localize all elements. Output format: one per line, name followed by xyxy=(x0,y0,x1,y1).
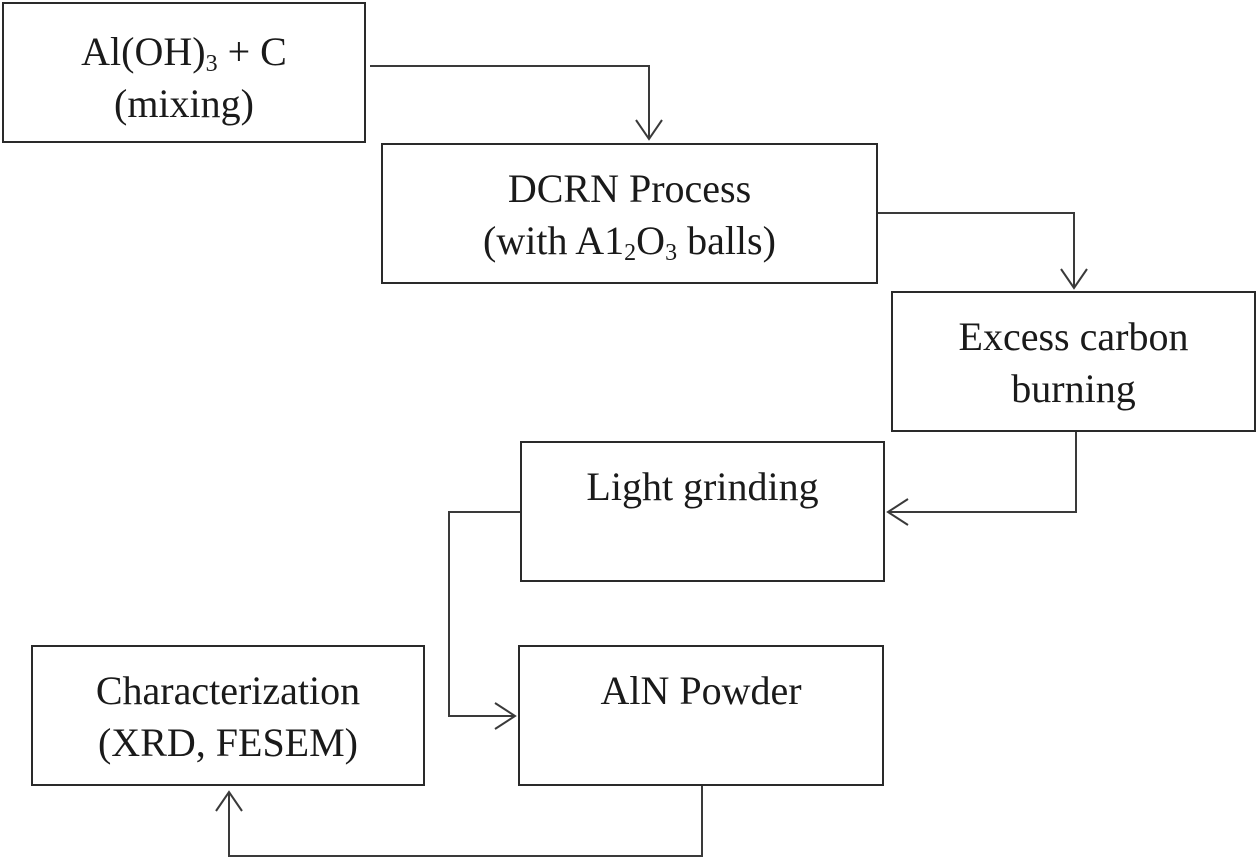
node-mixing-plus-carbon: + C xyxy=(217,29,287,74)
node-characterization-line1: Characterization xyxy=(95,668,361,713)
node-grinding-line1: Light grinding xyxy=(586,464,819,509)
arrowhead-grinding-to-powder xyxy=(494,702,517,730)
node-carbon-burning: Excess carbon burning xyxy=(891,291,1256,432)
node-characterization: Characterization (XRD, FESEM) xyxy=(31,645,425,786)
node-burning-line2: burning xyxy=(1011,366,1136,411)
node-mixing-line2: (mixing) xyxy=(114,81,254,126)
connector-burning-to-grinding xyxy=(888,432,1077,513)
node-mixing-line1: Al(OH)3 + C xyxy=(4,26,364,78)
node-dcrn-text-b: O xyxy=(636,218,666,263)
node-dcrn-line1: DCRN Process xyxy=(507,166,752,211)
connector-powder-to-characterization xyxy=(228,786,703,857)
connector-mixing-to-dcrn xyxy=(370,65,650,139)
arrowhead-dcrn-to-burning xyxy=(1060,268,1088,290)
node-characterization-line2: (XRD, FESEM) xyxy=(97,720,359,765)
node-powder-line1: AlN Powder xyxy=(600,668,802,713)
arrowhead-mixing-to-dcrn xyxy=(635,119,663,141)
node-dcrn-text-c: balls) xyxy=(677,218,776,263)
arrowhead-powder-to-characterization xyxy=(215,790,243,812)
node-aln-powder: AlN Powder xyxy=(518,645,884,786)
connector-dcrn-to-burning xyxy=(878,212,1075,288)
node-dcrn-line2: (with A12O3 balls) xyxy=(383,215,876,267)
node-dcrn-text-a: (with A1 xyxy=(483,218,625,263)
node-mixing-formula: Al(OH) xyxy=(81,29,206,74)
node-dcrn-subscript-2: 3 xyxy=(665,240,678,266)
arrowhead-burning-to-grinding xyxy=(886,498,909,526)
connector-grinding-to-powder xyxy=(448,511,520,717)
node-mixing-subscript: 3 xyxy=(205,51,218,77)
node-light-grinding: Light grinding xyxy=(520,441,885,582)
node-dcrn-process: DCRN Process (with A12O3 balls) xyxy=(381,143,878,284)
node-burning-line1: Excess carbon xyxy=(958,314,1189,359)
node-dcrn-subscript-1: 2 xyxy=(624,240,637,266)
node-mixing: Al(OH)3 + C (mixing) xyxy=(2,2,366,143)
